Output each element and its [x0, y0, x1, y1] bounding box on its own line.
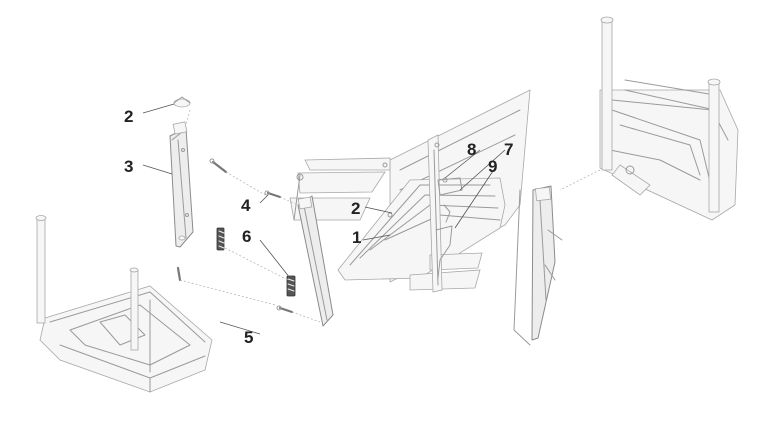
callout-7: 7: [504, 140, 513, 159]
center-bracket: [297, 195, 334, 327]
callout-6: 6: [242, 227, 251, 246]
callout-2-top: 2: [124, 107, 133, 126]
right-bracket: [513, 185, 563, 346]
callout-4: 4: [241, 196, 251, 215]
right-upper-frame: [559, 16, 739, 221]
callout-5: 5: [244, 328, 253, 347]
callout-labels: 2 3 4 6 5 2 1 8 7 9: [124, 107, 513, 347]
assembly-lines: [179, 109, 321, 323]
left-base-frame: [35, 215, 213, 393]
callout-3: 3: [124, 157, 133, 176]
middle-rod: [427, 134, 463, 293]
callout-1: 1: [352, 228, 361, 247]
left-bracket-part-3: [169, 121, 194, 248]
callout-9: 9: [488, 157, 497, 176]
callout-leaders: [142, 103, 506, 335]
small-parts: [173, 96, 296, 314]
callout-2-middle: 2: [351, 199, 360, 218]
callout-8: 8: [467, 140, 476, 159]
